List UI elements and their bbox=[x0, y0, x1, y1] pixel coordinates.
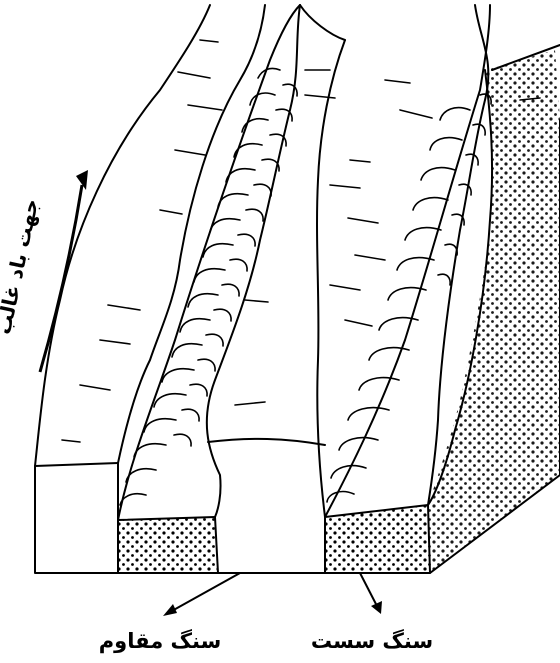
left-block-top-edge bbox=[35, 463, 118, 466]
wind-direction-label: جهت باد غالب bbox=[0, 197, 43, 337]
wind-direction-arrow bbox=[40, 170, 88, 372]
ridge-2-front-dotted-face bbox=[325, 505, 430, 573]
ridge-1-front-dotted-face bbox=[118, 517, 218, 573]
resistant-rock-arrowhead bbox=[163, 604, 177, 616]
corridor-left-edge bbox=[300, 5, 345, 40]
weak-rock-label: سنگ سست bbox=[311, 628, 433, 653]
label-leader-arrows bbox=[170, 573, 378, 612]
corridor-trough bbox=[208, 439, 325, 445]
resistant-rock-label: سنگ مقاوم bbox=[99, 628, 221, 653]
